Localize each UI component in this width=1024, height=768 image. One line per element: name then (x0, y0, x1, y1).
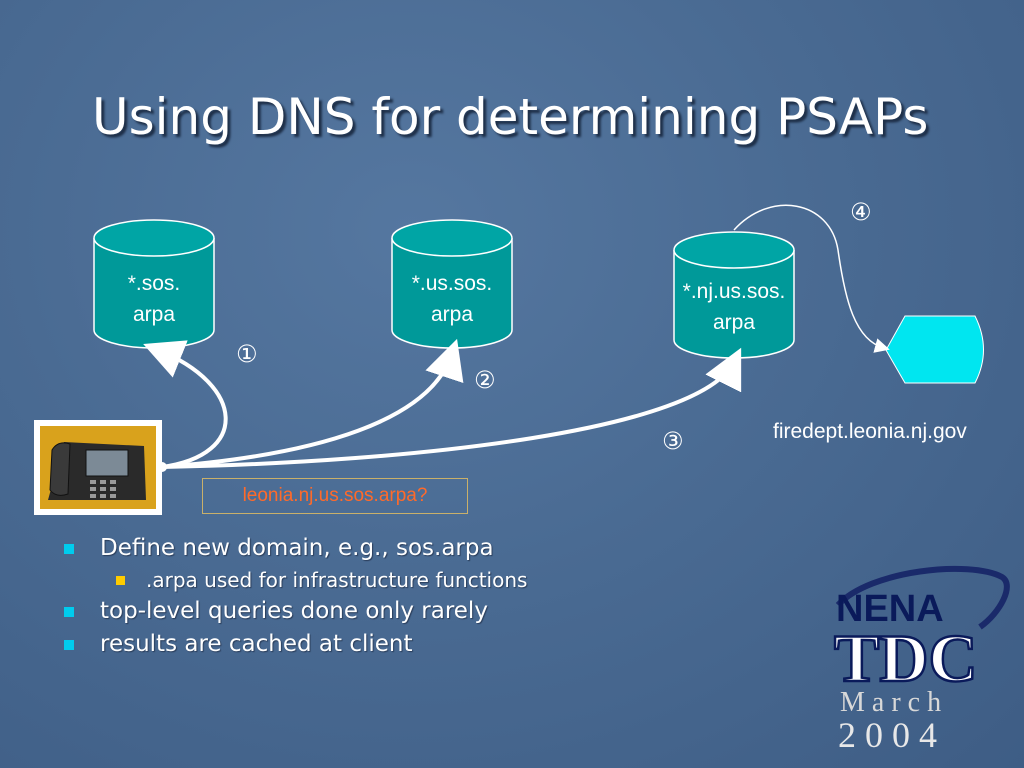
bullet-item-sub: .arpa used for infrastructure functions (62, 565, 527, 595)
database-label-line: arpa (94, 299, 214, 330)
logo-tdc-text: TDC (834, 620, 978, 696)
step-marker-3: ③ (662, 427, 684, 455)
bullet-text: top-level queries done only rarely (100, 598, 488, 624)
bullet-item: top-level queries done only rarely (62, 595, 527, 628)
psap-display-shape (886, 316, 984, 383)
database-label-line: arpa (664, 307, 804, 338)
bullet-text: .arpa used for infrastructure functions (146, 568, 527, 592)
dns-query-label: leonia.nj.us.sos.arpa? (202, 478, 468, 514)
database-label-line: *.sos. (94, 268, 214, 299)
database-label-1: *.sos. arpa (94, 268, 214, 330)
bullet-text: results are cached at client (100, 631, 413, 657)
bullet-list: Define new domain, e.g., sos.arpa .arpa … (62, 532, 527, 661)
ip-phone-icon (34, 420, 162, 515)
bullet-item: Define new domain, e.g., sos.arpa (62, 532, 527, 565)
bullet-text: Define new domain, e.g., sos.arpa (100, 535, 494, 561)
target-hostname: firedept.leonia.nj.gov (773, 420, 967, 444)
arrow-query-2 (162, 354, 452, 467)
arrow-query-1 (158, 350, 226, 467)
nena-tdc-logo: NENA TDC M a r c h 2 0 0 4 (830, 565, 1015, 755)
bullet-square-icon (64, 544, 74, 554)
nena-tdc-logo-graphic: NENA TDC M a r c h 2 0 0 4 (830, 565, 1015, 755)
bullet-square-icon (116, 576, 125, 585)
bullet-square-icon (64, 640, 74, 650)
step-marker-1: ① (236, 340, 258, 368)
database-label-line: *.us.sos. (392, 268, 512, 299)
database-label-line: arpa (392, 299, 512, 330)
database-label-line: *.nj.us.sos. (664, 276, 804, 307)
bullet-square-icon (64, 607, 74, 617)
logo-month-text: M a r c h (840, 687, 941, 718)
step-marker-4: ④ (850, 198, 872, 226)
bullet-item: results are cached at client (62, 628, 527, 661)
logo-year-text: 2 0 0 4 (838, 715, 937, 755)
arrow-query-3 (162, 362, 734, 467)
database-label-2: *.us.sos. arpa (392, 268, 512, 330)
phone-image (34, 420, 162, 515)
database-label-3: *.nj.us.sos. arpa (664, 276, 804, 338)
step-marker-2: ② (474, 366, 496, 394)
